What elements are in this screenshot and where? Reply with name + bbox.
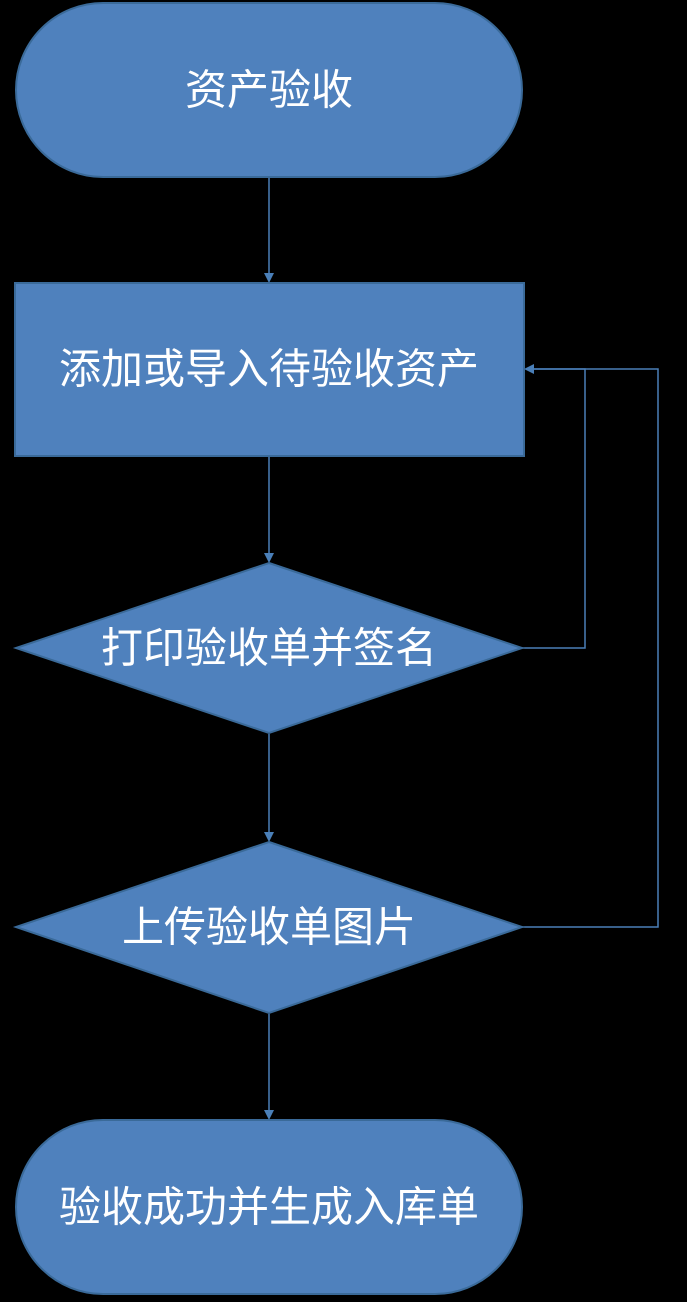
arrowhead bbox=[264, 1110, 274, 1120]
node-end: 验收成功并生成入库单 bbox=[15, 1119, 523, 1295]
decision-shape bbox=[12, 840, 526, 1015]
node-start: 资产验收 bbox=[15, 2, 523, 178]
arrowhead bbox=[264, 553, 274, 563]
decision-shape bbox=[12, 561, 526, 735]
node-upload: 上传验收单图片 bbox=[12, 840, 526, 1015]
edge-print-sign-loop-back bbox=[522, 368, 586, 649]
node-print-sign: 打印验收单并签名 bbox=[12, 561, 526, 735]
terminal-shape bbox=[15, 2, 523, 178]
node-label: 验收成功并生成入库单 bbox=[59, 1183, 479, 1232]
arrowhead bbox=[524, 364, 534, 374]
edge-add-import-to-print-sign bbox=[264, 457, 274, 563]
node-add-import: 添加或导入待验收资产 bbox=[14, 282, 525, 457]
arrowhead bbox=[264, 832, 274, 842]
terminal-shape bbox=[15, 1119, 523, 1295]
edge-upload-to-end bbox=[264, 1014, 274, 1120]
arrowhead bbox=[264, 273, 274, 283]
node-label: 打印验收单并签名 bbox=[101, 624, 437, 673]
node-label: 添加或导入待验收资产 bbox=[59, 345, 479, 394]
edge-upload-loop-back bbox=[522, 364, 659, 928]
node-label: 上传验收单图片 bbox=[122, 903, 416, 952]
edge-print-sign-to-upload bbox=[264, 734, 274, 842]
node-label: 资产验收 bbox=[185, 66, 353, 115]
process-shape bbox=[14, 282, 525, 457]
edge-start-to-add-import bbox=[264, 178, 274, 283]
